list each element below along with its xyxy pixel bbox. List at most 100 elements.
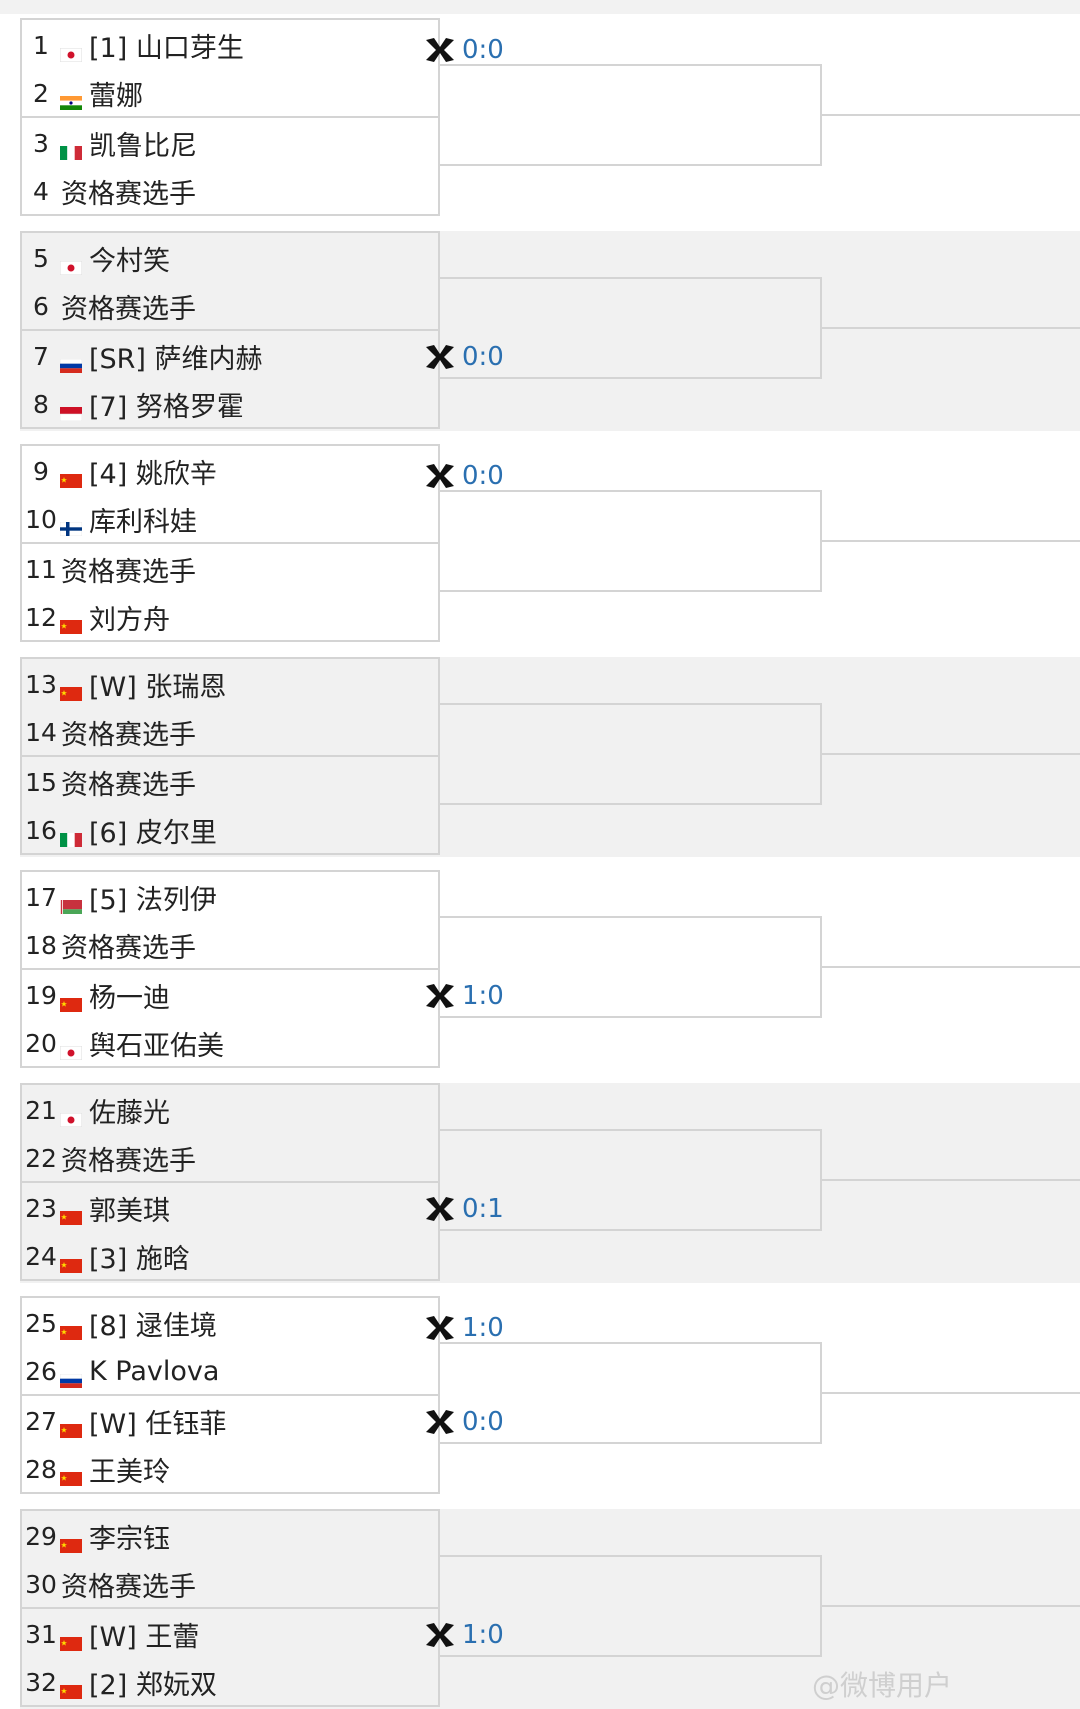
player-name: 资格赛选手	[61, 556, 196, 588]
draw-position: 24	[25, 1241, 57, 1271]
head-to-head-score[interactable]: 0:0	[424, 30, 504, 70]
draw-position: 8	[33, 389, 49, 419]
player-row[interactable]: 7[SR] 萨维内赫	[22, 332, 438, 380]
player-row[interactable]: 25 [8] 逯佳境	[22, 1299, 438, 1347]
player-name: 资格赛选手	[61, 293, 196, 325]
draw-position: 22	[25, 1143, 57, 1173]
player-name: K Pavlova	[89, 1355, 220, 1387]
bracket-connector	[820, 114, 1080, 116]
flag-cn-icon	[60, 610, 82, 634]
second-round-slot[interactable]	[438, 490, 822, 592]
player-row[interactable]: 8[7] 努格罗霍	[22, 380, 438, 428]
player-name: [5] 法列伊	[89, 884, 217, 916]
flag-cn-icon	[60, 1529, 82, 1553]
player-name: 资格赛选手	[61, 932, 196, 964]
head-to-head-score[interactable]: 1:0	[424, 1308, 504, 1348]
draw-position: 9	[33, 456, 49, 486]
player-name: [8] 逯佳境	[89, 1310, 217, 1342]
player-row[interactable]: 1[1] 山口芽生	[22, 21, 438, 69]
head-to-head-score[interactable]: 0:0	[424, 1402, 504, 1442]
head-to-head-score[interactable]: 1:0	[424, 1615, 504, 1655]
player-name: [3] 施晗	[89, 1243, 190, 1275]
player-name: 佐藤光	[89, 1097, 170, 1129]
player-row[interactable]: 31[W] 王蕾	[22, 1610, 438, 1658]
player-row[interactable]: 3 凯鲁比尼	[22, 119, 438, 167]
draw-position: 25	[25, 1308, 57, 1338]
flag-ru-icon	[59, 349, 83, 373]
draw-position: 12	[25, 602, 57, 632]
player-name: [6] 皮尔里	[89, 817, 217, 849]
draw-position: 31	[25, 1619, 57, 1649]
bracket-connector	[820, 540, 1080, 542]
score-text: 0:0	[462, 35, 504, 65]
flag-cn-icon	[60, 464, 82, 488]
head-to-head-score[interactable]: 0:0	[424, 456, 504, 496]
player-row[interactable]: 16[6] 皮尔里	[22, 806, 438, 854]
player-row[interactable]: 27[W] 任钰菲	[22, 1397, 438, 1445]
flag-it-icon	[60, 823, 82, 847]
player-row[interactable]: 9[4] 姚欣辛	[22, 447, 438, 495]
draw-position: 19	[25, 980, 57, 1010]
bracket-connector	[820, 327, 1080, 329]
head-to-head-score[interactable]: 0:0	[424, 337, 504, 377]
head-to-head-score[interactable]: 0:1	[424, 1189, 504, 1229]
flag-jp-icon	[59, 38, 83, 63]
player-name: 库利科娃	[89, 506, 197, 538]
player-name: 凯鲁比尼	[89, 130, 197, 162]
player-row[interactable]: 24 [3] 施晗	[22, 1232, 438, 1280]
head-to-head-score[interactable]: 1:0	[424, 976, 504, 1016]
flag-cn-icon	[60, 1627, 82, 1651]
flag-cn-icon	[60, 1201, 82, 1225]
second-round-slot[interactable]	[438, 64, 822, 166]
player-row[interactable]: 32[2] 郑妧双	[22, 1658, 438, 1706]
player-row[interactable]: 17[5] 法列伊	[22, 873, 438, 921]
score-text: 0:0	[462, 1407, 504, 1437]
score-text: 1:0	[462, 981, 504, 1011]
draw-position: 3	[33, 128, 49, 158]
player-row[interactable]: 13[W] 张瑞恩	[22, 660, 438, 708]
h2h-icon	[426, 345, 454, 369]
bracket-connector	[820, 1392, 1080, 1394]
player-name: 舆石亚佑美	[89, 1030, 224, 1062]
draw-position: 2	[33, 78, 49, 108]
player-name: [2] 郑妧双	[89, 1669, 217, 1701]
second-round-slot[interactable]	[438, 703, 822, 805]
draw-position: 5	[33, 243, 49, 273]
